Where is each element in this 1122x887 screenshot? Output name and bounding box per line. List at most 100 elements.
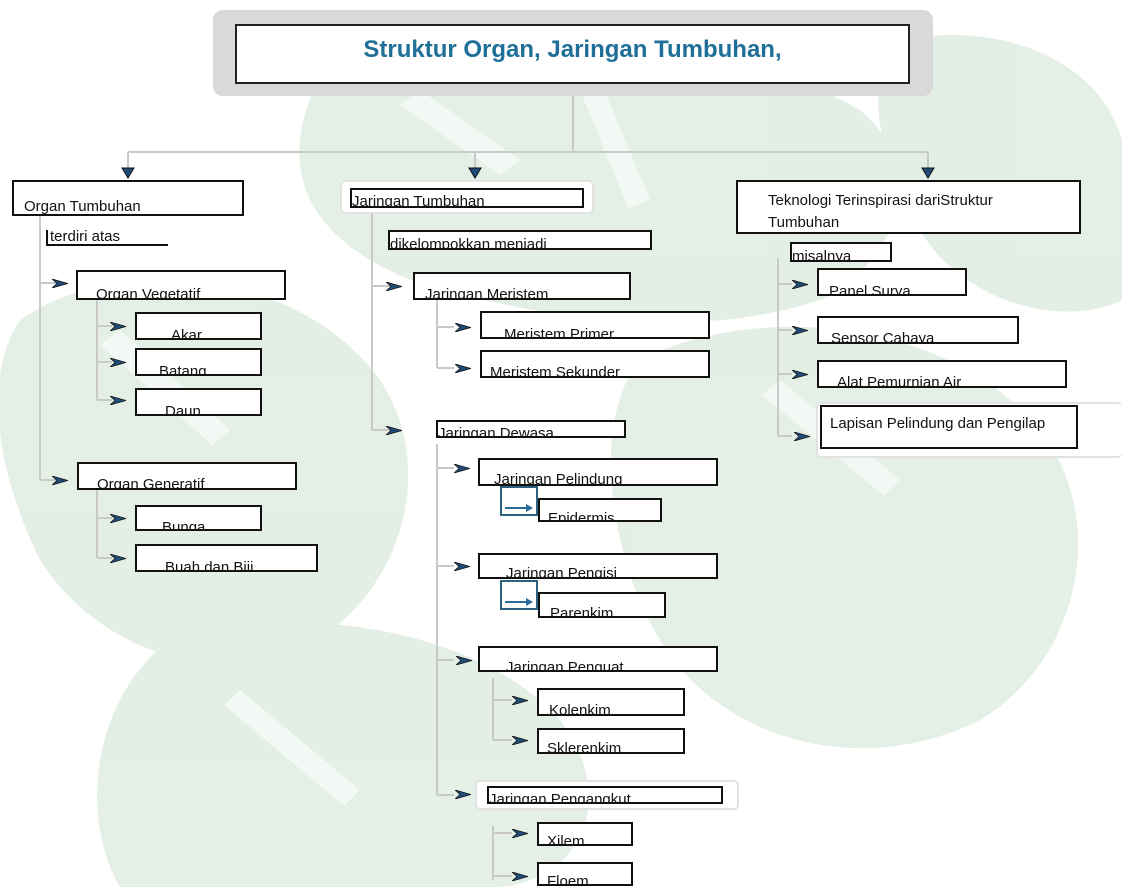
jaringan-pengangkut-box: Jaringan Pengangkut [487, 786, 723, 804]
right-arrowhead-icon [455, 364, 471, 373]
sklerenkim-box: Sklerenkim [537, 728, 685, 754]
organ-vegetatif-label: Organ Vegetatif [96, 286, 201, 300]
leaf-slit [224, 690, 360, 806]
bunga-label: Bunga [162, 519, 206, 531]
right-arrow-icon [500, 580, 538, 610]
organ-tumbuhan-label: Organ Tumbuhan [24, 198, 141, 215]
leaf-slit [100, 330, 230, 445]
right-arrowhead-icon [110, 554, 126, 563]
jaringan-tumbuhan-box: Jaringan Tumbuhan [350, 188, 584, 208]
jaringan-sub-label: dikelompokkan menjadi [390, 236, 547, 250]
jaringan-penguat-label: Jaringan Penguat [506, 659, 624, 672]
right-arrowhead-icon [110, 396, 126, 405]
right-arrowhead-icon [792, 280, 808, 289]
root-connector [127, 96, 929, 168]
xilem-box: Xilem [537, 822, 633, 846]
kolenkim-box: Kolenkim [537, 688, 685, 716]
right-arrowhead-icon [512, 696, 528, 705]
organ-sub-label: terdiri atas [50, 230, 121, 245]
lapisan-pelindung-label: Lapisan Pelindung dan Pengilap [830, 415, 1046, 432]
right-arrowhead-icon [52, 279, 68, 288]
alat-pemurnian-air-label: Alat Pemurnian Air [837, 374, 962, 388]
teknologi-label: Teknologi Terinspirasi dariStruktur Tumb… [768, 192, 993, 231]
down-triangle-icon [921, 167, 935, 179]
right-arrowhead-icon [455, 790, 471, 799]
jaringan-pengisi-box: Jaringan Pengisi [478, 553, 718, 579]
meristem-primer-box: Meristem Primer [480, 311, 710, 339]
bunga-box: Bunga [135, 505, 262, 531]
right-arrowhead-icon [386, 426, 402, 435]
batang-box: Batang [135, 348, 262, 376]
right-arrowhead-icon [454, 562, 470, 571]
right-arrowhead-icon [386, 282, 402, 291]
jaringan-dewasa-box: Jaringan Dewasa [436, 420, 626, 438]
down-triangle-icon [121, 167, 135, 179]
jaringan-pelindung-label: Jaringan Pelindung [494, 471, 623, 486]
teknologi-sub-box: misalnya [790, 242, 892, 262]
right-arrowhead-icon [512, 736, 528, 745]
leaf-shape-bottom [97, 622, 589, 887]
kolenkim-label: Kolenkim [549, 702, 611, 716]
right-arrowhead-icon [456, 656, 472, 665]
akar-box: Akar [135, 312, 262, 340]
floem-box: Floem [537, 862, 633, 886]
meristem-sekunder-box: Meristem Sekunder [480, 350, 710, 378]
organ-sub-box: terdiri atas [46, 230, 168, 246]
right-arrowhead-icon [52, 476, 68, 485]
teknologi-connector [777, 258, 792, 437]
buah-dan-biji-label: Buah dan Biji [165, 559, 254, 572]
epidermis-box: Epidermis [538, 498, 662, 522]
sensor-cahaya-label: Sensor Cahaya [831, 330, 935, 344]
jaringan-penguat-box: Jaringan Penguat [478, 646, 718, 672]
right-arrowhead-icon [794, 432, 810, 441]
organ-generatif-box: Organ Generatif [77, 462, 297, 490]
parenkim-box: Parenkim [538, 592, 666, 618]
meristem-sekunder-label: Meristem Sekunder [490, 364, 621, 378]
right-arrowhead-icon [792, 370, 808, 379]
right-arrowhead-icon [110, 514, 126, 523]
batang-label: Batang [159, 363, 207, 376]
jaringan-meristem-label: Jaringan Meristem [425, 286, 549, 300]
leaf-shape-far-right [878, 34, 1122, 312]
teknologi-sub-label: misalnya [792, 248, 852, 262]
leaf-shape-top [299, 37, 900, 323]
teknologi-box: Teknologi Terinspirasi dariStruktur Tumb… [736, 180, 1081, 234]
leaf-slit [400, 90, 520, 175]
lapisan-pelindung-box: Lapisan Pelindung dan Pengilap [820, 405, 1078, 449]
jaringan-pelindung-box: Jaringan Pelindung [478, 458, 718, 486]
jaringan-pengangkut-label: Jaringan Pengangkut [489, 791, 631, 804]
right-arrow-icon [500, 486, 538, 516]
right-arrowhead-icon [110, 322, 126, 331]
sklerenkim-label: Sklerenkim [547, 740, 622, 754]
right-arrowhead-icon [110, 358, 126, 367]
organ-generatif-label: Organ Generatif [97, 476, 205, 490]
epidermis-label: Epidermis [548, 510, 615, 522]
right-arrowhead-icon [455, 323, 471, 332]
organ-vegetatif-box: Organ Vegetatif [76, 270, 286, 300]
panel-surya-box: Panel Surya [817, 268, 967, 296]
page-title: Struktur Organ, Jaringan Tumbuhan, [363, 36, 782, 63]
sensor-cahaya-box: Sensor Cahaya [817, 316, 1019, 344]
organ-tumbuhan-box: Organ Tumbuhan [12, 180, 244, 216]
right-arrowhead-icon [512, 872, 528, 881]
buah-dan-biji-box: Buah dan Biji [135, 544, 318, 572]
right-arrowhead-icon [512, 829, 528, 838]
panel-surya-label: Panel Surya [829, 283, 911, 296]
xilem-label: Xilem [547, 833, 585, 846]
jaringan-connector [371, 212, 512, 880]
parenkim-label: Parenkim [550, 605, 614, 618]
down-triangle-icon [468, 167, 482, 179]
akar-label: Akar [171, 327, 202, 340]
floem-label: Floem [547, 873, 589, 886]
title-box: Struktur Organ, Jaringan Tumbuhan, [235, 24, 910, 84]
organ-connector [39, 215, 112, 559]
leaf-slit [580, 80, 650, 208]
daun-label: Daun [165, 403, 201, 416]
right-arrowhead-icon [454, 464, 470, 473]
meristem-primer-label: Meristem Primer [504, 326, 615, 339]
jaringan-dewasa-label: Jaringan Dewasa [438, 425, 554, 438]
jaringan-pengisi-label: Jaringan Pengisi [506, 565, 617, 579]
right-arrowhead-icon [792, 326, 808, 335]
alat-pemurnian-air-box: Alat Pemurnian Air [817, 360, 1067, 388]
